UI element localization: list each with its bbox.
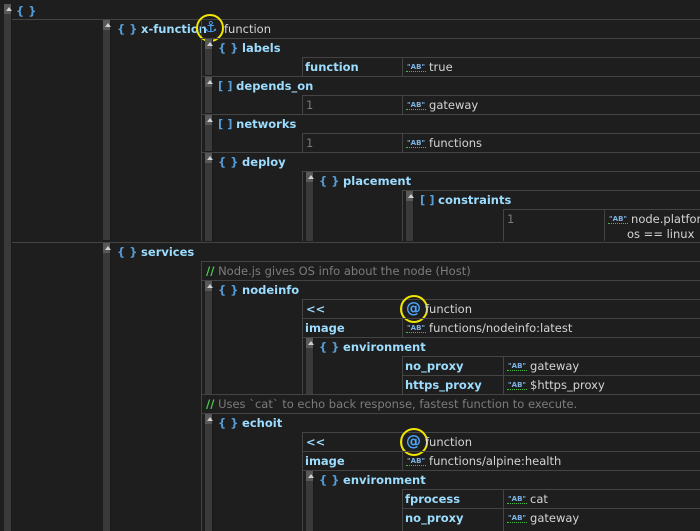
networks-collapse-bar[interactable] xyxy=(205,115,213,151)
constraints-index: 1 xyxy=(507,212,515,226)
nodeinfo-environment-key[interactable]: { } environment xyxy=(319,340,426,354)
services-key[interactable]: { } services xyxy=(117,245,195,259)
echoit-env-fprocess-key[interactable]: fprocess xyxy=(405,492,461,506)
nodeinfo-env-no-proxy-value[interactable]: "AB"gateway xyxy=(507,359,580,373)
nodeinfo-collapse-bar[interactable] xyxy=(205,281,213,394)
constraints-value-line2: os == linux xyxy=(627,227,695,241)
nodeinfo-environment-collapse-bar[interactable] xyxy=(306,338,314,394)
string-type-icon: "AB" xyxy=(507,362,528,371)
constraints-key[interactable]: [ ] constraints xyxy=(420,193,512,207)
constraints-value[interactable]: "AB"node.platform xyxy=(608,212,700,226)
nodeinfo-env-https-proxy-key[interactable]: https_proxy xyxy=(405,378,482,392)
nodeinfo-env-https-proxy-value[interactable]: "AB"$https_proxy xyxy=(507,378,605,392)
at-alias-icon[interactable]: @ xyxy=(406,299,421,317)
depends-on-collapse-bar[interactable] xyxy=(205,77,213,113)
labels-function-value[interactable]: "AB"true xyxy=(406,60,453,74)
nodeinfo-merge-value[interactable]: function xyxy=(425,302,472,316)
labels-function-key[interactable]: function xyxy=(305,60,359,74)
anchor-value[interactable]: function xyxy=(224,22,271,36)
constraints-collapse-bar[interactable] xyxy=(406,191,414,241)
nodeinfo-image-value[interactable]: "AB"functions/nodeinfo:latest xyxy=(406,321,573,335)
networks-value[interactable]: "AB"functions xyxy=(406,136,483,150)
echoit-env-no-proxy-key[interactable]: no_proxy xyxy=(405,511,464,525)
echoit-environment-key[interactable]: { } environment xyxy=(319,473,426,487)
deploy-collapse-bar[interactable] xyxy=(205,153,213,241)
echoit-key[interactable]: { } echoit xyxy=(218,416,283,430)
networks-index: 1 xyxy=(306,136,314,150)
echoit-environment-collapse-bar[interactable] xyxy=(306,471,314,531)
echoit-merge-value[interactable]: function xyxy=(425,435,472,449)
string-type-icon: "AB" xyxy=(608,215,629,224)
placement-key[interactable]: { } placement xyxy=(319,174,412,188)
depends-on-value[interactable]: "AB"gateway xyxy=(406,98,479,112)
comment-echoit: // Uses `cat` to echo back response, fas… xyxy=(206,397,578,411)
string-type-icon: "AB" xyxy=(406,63,427,72)
comment-nodeinfo: // Node.js gives OS info about the node … xyxy=(206,264,471,278)
nodeinfo-key[interactable]: { } nodeinfo xyxy=(218,283,300,297)
nodeinfo-env-no-proxy-key[interactable]: no_proxy xyxy=(405,359,464,373)
deploy-key[interactable]: { } deploy xyxy=(218,155,286,169)
xfunction-key[interactable]: { } x-function xyxy=(117,22,207,36)
labels-collapse-bar[interactable] xyxy=(205,39,213,75)
services-collapse-bar[interactable] xyxy=(103,243,111,531)
string-type-icon: "AB" xyxy=(507,381,528,390)
at-alias-icon[interactable]: @ xyxy=(406,432,421,450)
string-type-icon: "AB" xyxy=(406,139,427,148)
string-type-icon: "AB" xyxy=(507,495,528,504)
nodeinfo-merge-key[interactable]: << xyxy=(306,302,326,316)
depends-on-key[interactable]: [ ] depends_on xyxy=(218,79,314,93)
echoit-image-value[interactable]: "AB"functions/alpine:health xyxy=(406,454,562,468)
string-type-icon: "AB" xyxy=(406,101,427,110)
placement-collapse-bar[interactable] xyxy=(306,172,314,241)
networks-key[interactable]: [ ] networks xyxy=(218,117,297,131)
nodeinfo-image-key[interactable]: image xyxy=(305,321,345,335)
string-type-icon: "AB" xyxy=(406,324,427,333)
depends-on-index: 1 xyxy=(306,98,314,112)
echoit-env-fprocess-value[interactable]: "AB"cat xyxy=(507,492,548,506)
echoit-env-no-proxy-value[interactable]: "AB"gateway xyxy=(507,511,580,525)
xfunction-collapse-bar[interactable] xyxy=(103,20,111,240)
string-type-icon: "AB" xyxy=(406,457,427,466)
root-brace: { } xyxy=(16,4,37,18)
echoit-image-key[interactable]: image xyxy=(305,454,345,468)
string-type-icon: "AB" xyxy=(507,514,528,523)
echoit-collapse-bar[interactable] xyxy=(205,414,213,531)
echoit-merge-key[interactable]: << xyxy=(306,435,326,449)
labels-key[interactable]: { } labels xyxy=(218,41,281,55)
anchor-icon[interactable]: ⚓ xyxy=(204,18,218,36)
root-collapse-bar[interactable] xyxy=(4,4,12,531)
